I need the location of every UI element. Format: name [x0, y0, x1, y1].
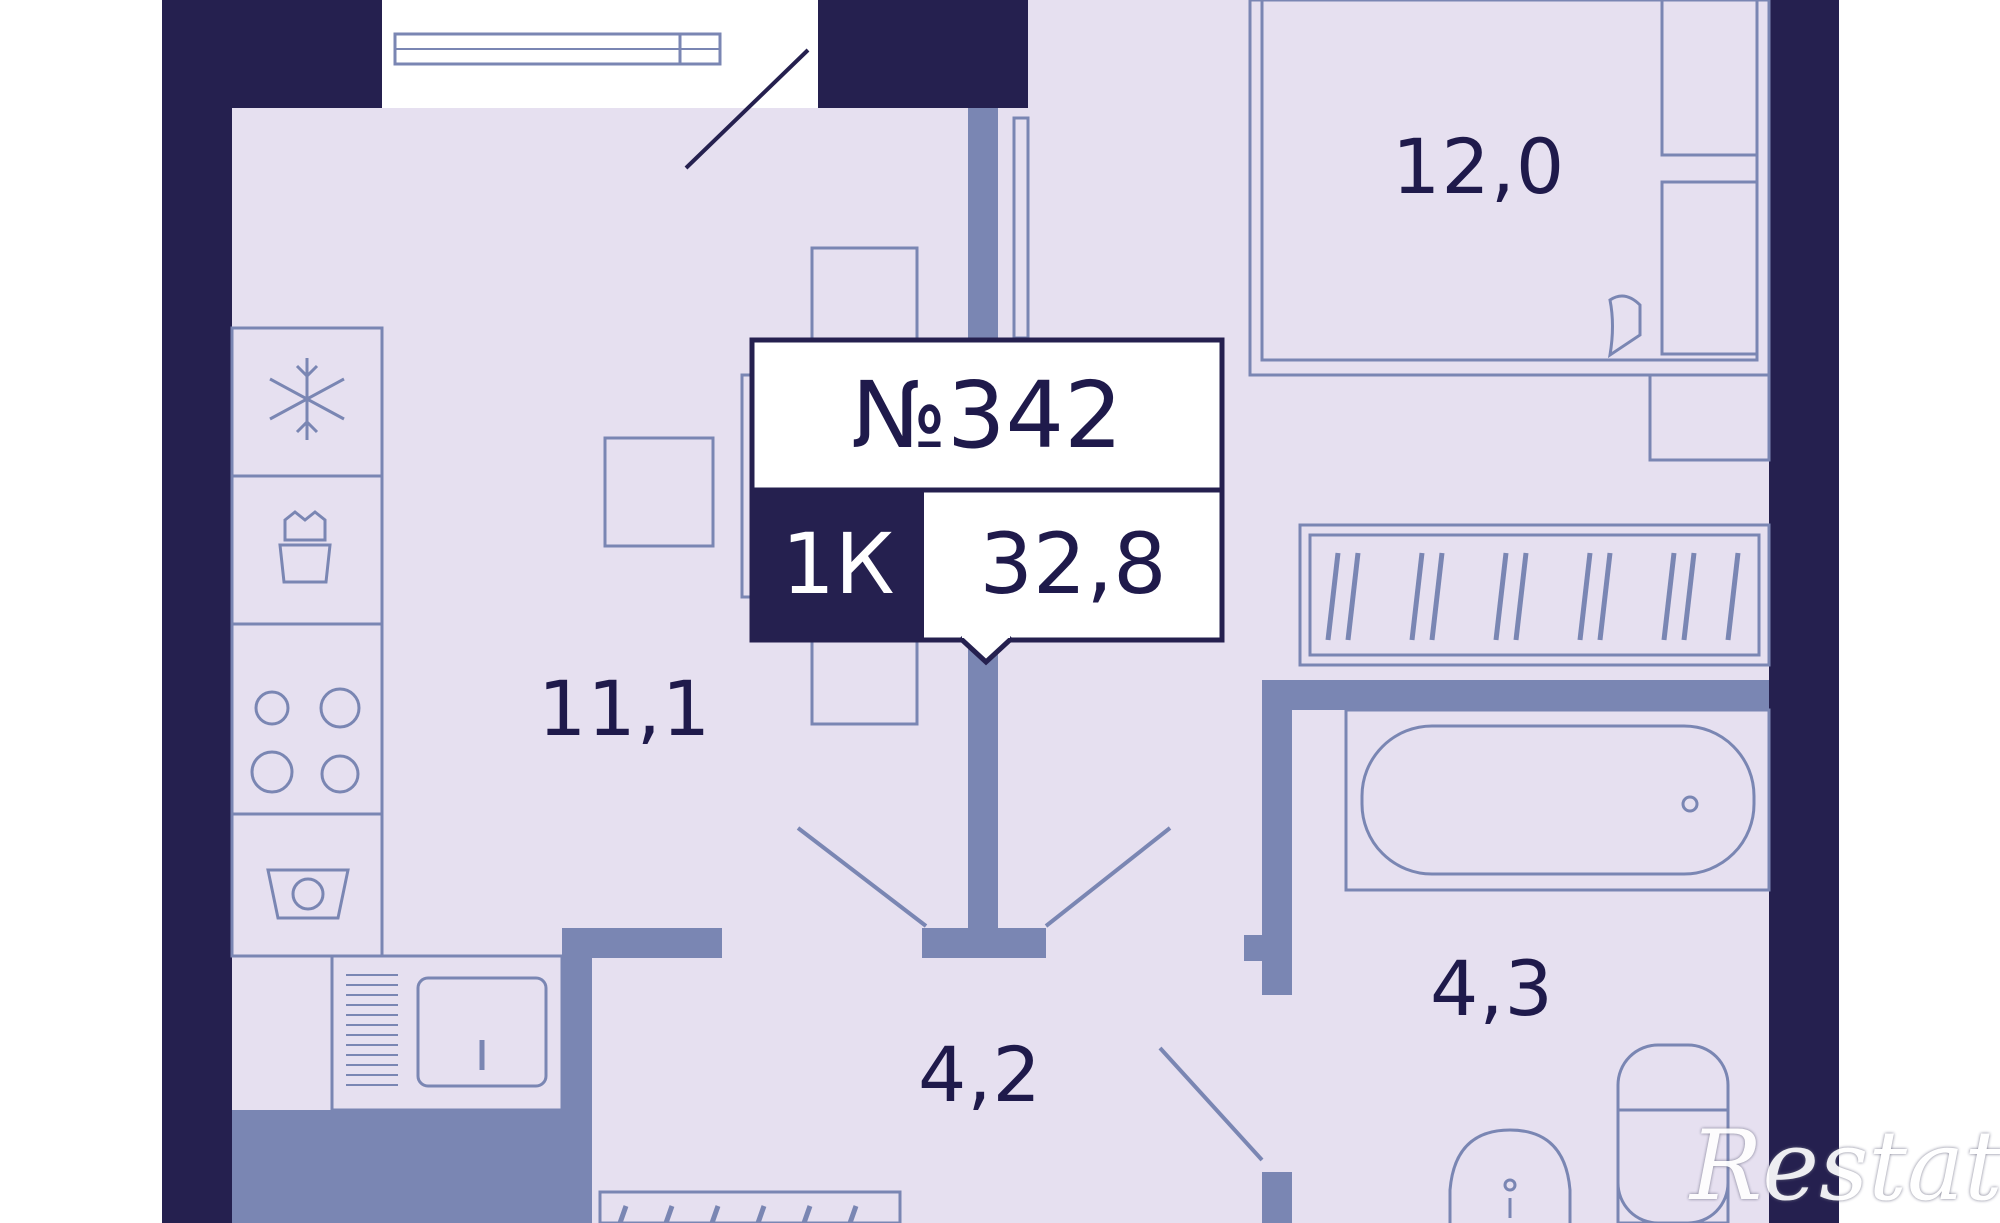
shoe-shelf [598, 1190, 902, 1223]
freezer-icon [269, 358, 345, 440]
room-area-bathroom: 4,3 [1430, 944, 1554, 1033]
sink-icon [346, 974, 548, 1088]
cooktop-icon [250, 687, 361, 794]
room-count: 1К [781, 515, 895, 613]
room-area-bedroom: 12,0 [1392, 122, 1566, 211]
apartment-badge: №342 1К 32,8 [752, 340, 1222, 640]
apartment-number: №342 [851, 361, 1123, 469]
bathtub-icon [1344, 708, 1771, 892]
room-area-hallway: 4,2 [918, 1030, 1042, 1119]
total-area: 32,8 [979, 515, 1167, 613]
fridge-icon [278, 510, 332, 584]
room-area-kitchen: 11,1 [538, 664, 712, 753]
dishwasher-icon [266, 868, 350, 920]
bed-icon [1248, 0, 1771, 377]
washbasin-icon [1448, 1128, 1572, 1223]
apartment-badge-frame [749, 337, 1225, 666]
window [382, 0, 818, 108]
wardrobe-icon [1298, 523, 1771, 667]
nightstand [1648, 373, 1771, 462]
toilet-icon [1616, 1043, 1730, 1223]
kitchen-counter [230, 326, 564, 1112]
watermark-logo: Restate [1690, 1110, 2000, 1222]
